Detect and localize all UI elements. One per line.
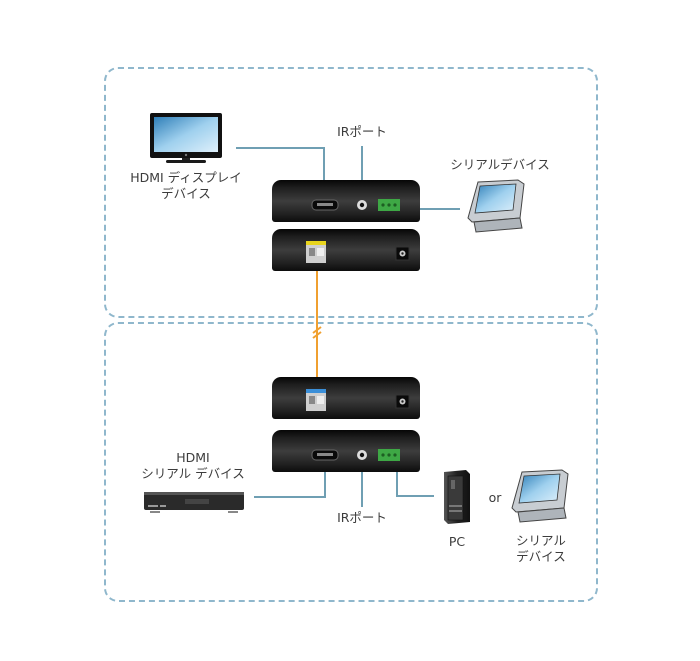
dc-power-jack	[395, 394, 410, 409]
receiver-rear-panel	[272, 377, 420, 419]
hdmi-port	[311, 449, 339, 461]
cable-serial-bottom	[396, 462, 434, 497]
touch-panel-icon	[467, 179, 525, 233]
source-label: HDMI シリアル デバイス	[128, 450, 258, 482]
pc-tower-icon	[444, 470, 470, 524]
fiber-link	[312, 264, 322, 379]
ir-port-label-top: IRポート	[337, 124, 387, 139]
serial-device-label-bottom: シリアル デバイス	[506, 533, 576, 565]
serial-device-label-top: シリアルデバイス	[450, 157, 550, 172]
touch-panel-icon	[511, 469, 569, 523]
sfp-fiber-port	[306, 389, 326, 411]
bottom-site-zone	[104, 322, 598, 602]
ir-port	[357, 450, 367, 460]
serial-terminal	[378, 199, 400, 211]
display-label-line1: HDMI ディスプレイ	[130, 170, 242, 185]
dc-power-jack	[395, 246, 410, 261]
source-label-line1: HDMI	[176, 450, 210, 465]
serial-terminal	[378, 449, 400, 461]
transmitter-front-panel	[272, 180, 420, 222]
receiver-front-panel	[272, 430, 420, 472]
serial-device-label-bottom-line2: デバイス	[516, 549, 566, 564]
cable-source-to-hdmi	[254, 462, 326, 498]
ir-port-label-bottom: IRポート	[337, 510, 387, 525]
sfp-fiber-port	[306, 241, 326, 263]
ir-port	[357, 200, 367, 210]
pc-label: PC	[448, 534, 466, 549]
monitor-icon	[150, 113, 222, 163]
set-top-box-icon	[144, 492, 244, 513]
hdmi-port	[311, 199, 339, 211]
source-label-line2: シリアル デバイス	[141, 466, 245, 481]
serial-device-label-bottom-line1: シリアル	[516, 533, 566, 548]
or-label: or	[488, 490, 502, 505]
display-label-line2: デバイス	[161, 186, 211, 201]
display-label: HDMI ディスプレイ デバイス	[124, 170, 248, 202]
transmitter-rear-panel	[272, 229, 420, 271]
top-site-zone	[104, 67, 598, 318]
